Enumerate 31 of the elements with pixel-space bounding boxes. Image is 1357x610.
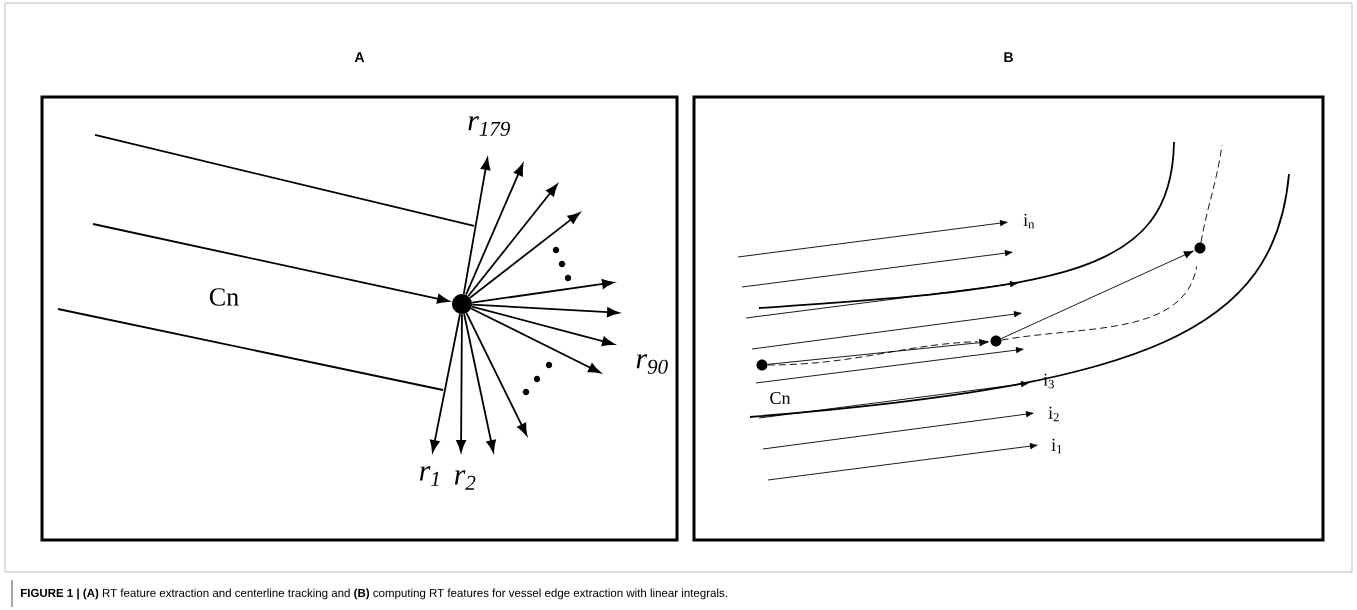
arrow <box>430 313 461 453</box>
node-label: A <box>354 52 365 62</box>
arrow <box>465 163 524 296</box>
ray-label: r$_{179}$ <box>468 116 510 136</box>
dot <box>452 294 472 314</box>
arrow <box>471 303 620 318</box>
caption: FIGURE 1 | (A) RT feature extraction and centerline tracking and (B) computing RT features for vessel edge extraction with linear integrals. <box>21 588 727 600</box>
arrow <box>471 279 615 304</box>
centerline <box>1001 265 1198 341</box>
arrow <box>465 312 528 436</box>
arrow <box>92 223 450 304</box>
arrow <box>467 184 558 297</box>
node-label: B <box>1004 52 1013 62</box>
ray-label: r$_{90}$ <box>636 354 668 374</box>
vessel-label: Cn <box>209 288 239 306</box>
arrow <box>1000 250 1194 340</box>
centerline <box>767 341 978 366</box>
arrow <box>469 212 580 299</box>
arrow <box>456 313 466 453</box>
arrow <box>462 157 491 295</box>
arrow <box>470 305 615 347</box>
ray-label: r$_{2}$ <box>454 470 476 490</box>
vessel-label: Cn <box>770 391 791 405</box>
arrow <box>463 313 496 453</box>
integral-label: i$_{1}$ <box>1051 438 1062 454</box>
centerline <box>1200 144 1223 243</box>
arrow <box>470 307 601 374</box>
integral-label: i$_{n}$ <box>1023 213 1035 229</box>
integral-label: i$_{2}$ <box>1048 406 1059 422</box>
ray-label: r$_{1}$ <box>419 466 439 486</box>
arrow <box>767 339 989 365</box>
